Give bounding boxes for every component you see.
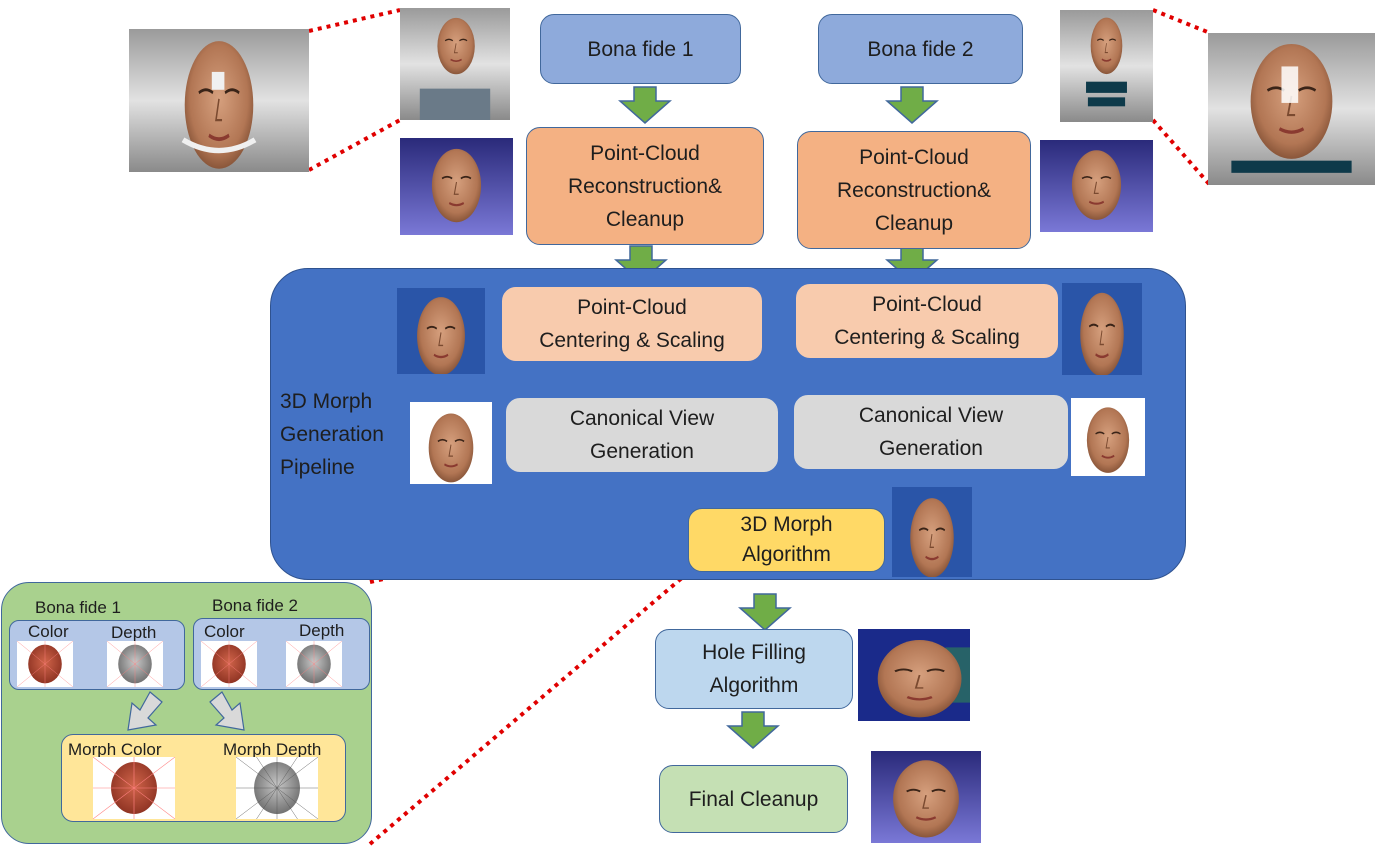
morph-face: [892, 487, 972, 577]
center-face-2: [1062, 283, 1142, 375]
bona-fide-2-node: Bona fide 2: [818, 14, 1023, 84]
pipeline-label: 3D Morph Generation Pipeline: [280, 385, 384, 484]
inset-depth-face-1: [107, 641, 163, 687]
callout-line-inset-2: [368, 569, 692, 846]
final-cleanup-label: Final Cleanup: [688, 787, 819, 811]
inset-morph-depth-label: Morph Depth: [223, 740, 322, 759]
bona-fide-2-label: Bona fide 2: [867, 37, 974, 61]
callout-line-top-left-1: [308, 8, 401, 33]
recon-1-line-2: Reconstruction&: [567, 174, 723, 198]
inset-morph-depth-face: [236, 757, 318, 819]
center-2-line-2: Centering & Scaling: [834, 326, 1020, 349]
center-1-line-2: Centering & Scaling: [539, 329, 725, 352]
hole-filling-node: Hole Filling Algorithm: [655, 629, 853, 709]
inset-color-2-label: Color: [204, 622, 245, 641]
center-face-1: [397, 288, 485, 374]
recon-1-line-3: Cleanup: [605, 207, 685, 231]
center-2-line-1: Point-Cloud: [872, 293, 982, 316]
recon-face-1: [400, 138, 513, 235]
morph-algo-line-1: 3D Morph: [740, 513, 833, 536]
raw-capture-1-small: [400, 8, 510, 120]
canon-1-line-2: Generation: [590, 440, 694, 463]
arrow-bf1-to-recon1: [619, 86, 671, 124]
canon-2-line-2: Generation: [879, 437, 983, 460]
arrow-bf2-to-recon2: [886, 86, 938, 124]
center-2-node: Point-Cloud Centering & Scaling: [796, 284, 1058, 358]
recon-2-line-2: Reconstruction&: [836, 178, 992, 202]
inset-morph-color-label: Morph Color: [68, 740, 162, 759]
callout-line-top-left-2: [308, 118, 401, 172]
canon-face-2: [1071, 398, 1145, 476]
arrow-morph-to-hole: [739, 593, 791, 631]
recon-2-line-1: Point-Cloud: [859, 145, 969, 169]
canon-1-line-1: Canonical View: [569, 407, 715, 430]
final-face: [871, 751, 981, 843]
pipeline-label-line-2: Generation: [280, 423, 384, 446]
inset-bona-fide-2-label: Bona fide 2: [212, 596, 299, 615]
raw-capture-2-large: [1208, 33, 1375, 185]
hole-filling-line-2: Algorithm: [709, 674, 799, 697]
inset-color-face-2: [201, 641, 257, 687]
canon-2-node: Canonical View Generation: [794, 395, 1068, 469]
raw-capture-2-small: [1060, 10, 1153, 122]
arrow-hole-to-final: [727, 711, 779, 749]
pipeline-label-line-1: 3D Morph: [280, 390, 373, 413]
inset-depth-face-2: [286, 641, 342, 687]
bona-fide-1-node: Bona fide 1: [540, 14, 741, 84]
morph-algo-node: 3D Morph Algorithm: [688, 508, 885, 572]
inset-depth-1-label: Depth: [111, 623, 157, 642]
recon-1-node: Point-Cloud Reconstruction& Cleanup: [526, 127, 764, 245]
recon-face-2: [1040, 140, 1153, 232]
morph-algo-line-2: Algorithm: [742, 543, 831, 566]
inset-color-face-1: [17, 641, 73, 687]
final-cleanup-node: Final Cleanup: [659, 765, 848, 833]
center-1-node: Point-Cloud Centering & Scaling: [502, 287, 762, 361]
hole-filling-face: [858, 629, 970, 721]
inset-bona-fide-1-label: Bona fide 1: [35, 598, 122, 617]
recon-1-line-1: Point-Cloud: [590, 141, 700, 165]
canon-face-1: [410, 402, 492, 484]
canon-2-line-1: Canonical View: [858, 404, 1004, 427]
inset-morph-color-face: [93, 757, 175, 819]
inset-depth-2-label: Depth: [299, 621, 345, 640]
callout-line-top-right-1: [1152, 8, 1211, 35]
canon-1-node: Canonical View Generation: [506, 398, 778, 472]
inset-color-1-label: Color: [28, 622, 69, 641]
bona-fide-1-label: Bona fide 1: [587, 37, 694, 61]
pipeline-label-line-3: Pipeline: [280, 456, 355, 479]
recon-2-line-3: Cleanup: [874, 211, 954, 235]
recon-2-node: Point-Cloud Reconstruction& Cleanup: [797, 131, 1031, 249]
hole-filling-line-1: Hole Filling: [702, 641, 806, 664]
raw-capture-1-large: [129, 29, 309, 172]
callout-line-top-right-2: [1151, 118, 1212, 187]
center-1-line-1: Point-Cloud: [577, 296, 687, 319]
